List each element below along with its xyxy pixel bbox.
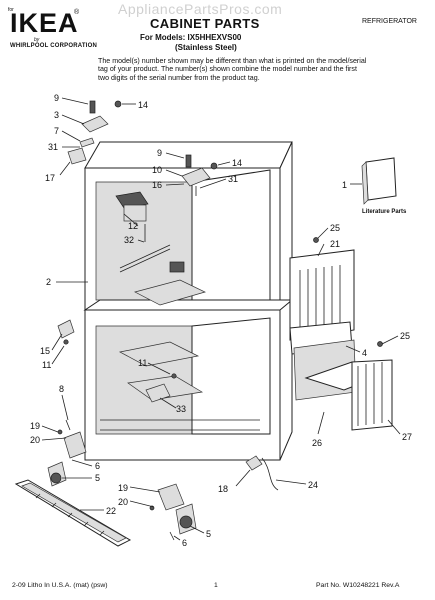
- footer-part-number: Part No. W10248221 Rev.A: [316, 582, 400, 589]
- callout-22: 22: [106, 506, 116, 516]
- callout-14-top-left: 14: [138, 100, 148, 110]
- footer-page-number: 1: [214, 582, 218, 589]
- callout-21: 21: [330, 239, 340, 249]
- control-housing: [115, 191, 149, 242]
- callout-11-center: 11: [138, 358, 147, 368]
- lower-rear-panels: [289, 321, 393, 431]
- callout-8: 8: [59, 384, 64, 394]
- callout-5-left: 5: [95, 473, 100, 483]
- callout-33: 33: [176, 404, 186, 414]
- literature-parts-label: Literature Parts: [362, 209, 407, 215]
- rear-panel: [289, 249, 355, 341]
- callout-9-top-left: 9: [54, 93, 59, 103]
- whirlpool-corporation-text: WHIRLPOOL CORPORATION: [10, 43, 97, 49]
- center-bracket: [145, 373, 177, 403]
- screw-25-top: [313, 237, 319, 243]
- top-right-hinge: [181, 154, 218, 196]
- callout-11-left: 11: [42, 360, 51, 370]
- cabinet-body: [83, 141, 294, 461]
- callout-15: 15: [40, 346, 50, 356]
- callout-6-left: 6: [95, 461, 100, 471]
- callout-20-right: 20: [118, 497, 128, 507]
- callout-3: 3: [54, 110, 59, 120]
- callout-10: 10: [152, 165, 162, 175]
- callout-6-right: 6: [182, 538, 187, 548]
- footer-litho: 2-09 Litho In U.S.A. (mat) (psw): [12, 582, 108, 589]
- lower-left-hinge: [47, 419, 87, 487]
- lower-right-hinge: [149, 483, 197, 541]
- callout-17: 17: [45, 173, 55, 183]
- logo-by-text: by: [34, 37, 40, 43]
- screw-25-lower: [377, 341, 383, 347]
- callout-12: 12: [128, 221, 138, 231]
- leader-lines: [41, 97, 401, 541]
- callout-9-right: 9: [157, 148, 162, 158]
- model-notice: The model(s) number shown may be differe…: [98, 57, 367, 82]
- callout-31-left: 31: [48, 142, 58, 152]
- callout-31-right: 31: [228, 174, 238, 184]
- callout-16: 16: [152, 180, 162, 190]
- literature-parts: Literature Parts: [361, 157, 407, 215]
- ikea-logo: IKEA: [10, 8, 79, 38]
- callout-19-left: 19: [30, 421, 40, 431]
- models-line: For Models: IX5HHEXVS00: [140, 33, 242, 42]
- callout-7: 7: [54, 126, 59, 136]
- top-left-hinge: [67, 100, 122, 165]
- drain-tube: [245, 455, 279, 491]
- callout-32: 32: [124, 235, 134, 245]
- callout-numbers: 9 14 3 7 31 17 9 14 10 16 31 1 12 32 25 …: [30, 93, 412, 548]
- callout-27: 27: [402, 432, 412, 442]
- variant-line: (Stainless Steel): [175, 43, 237, 52]
- callout-14-right: 14: [232, 158, 242, 168]
- callout-1: 1: [342, 180, 347, 190]
- callout-2: 2: [46, 277, 51, 287]
- category-label: REFRIGERATOR: [362, 18, 417, 25]
- registered-mark: ®: [74, 9, 80, 16]
- callout-5-right: 5: [206, 529, 211, 539]
- callout-4: 4: [362, 348, 367, 358]
- callout-25-lower: 25: [400, 331, 410, 341]
- callout-24: 24: [308, 480, 318, 490]
- callout-25-top: 25: [330, 223, 340, 233]
- callout-18: 18: [218, 484, 228, 494]
- toe-grille: [14, 479, 132, 547]
- callout-20-left: 20: [30, 435, 40, 445]
- logo-for-text: for: [8, 7, 14, 13]
- callout-19-right: 19: [118, 483, 128, 493]
- side-bracket: [57, 319, 75, 345]
- page-title: CABINET PARTS: [150, 16, 260, 31]
- watermark: AppliancePartsPros.com: [118, 1, 283, 17]
- callout-26: 26: [312, 438, 322, 448]
